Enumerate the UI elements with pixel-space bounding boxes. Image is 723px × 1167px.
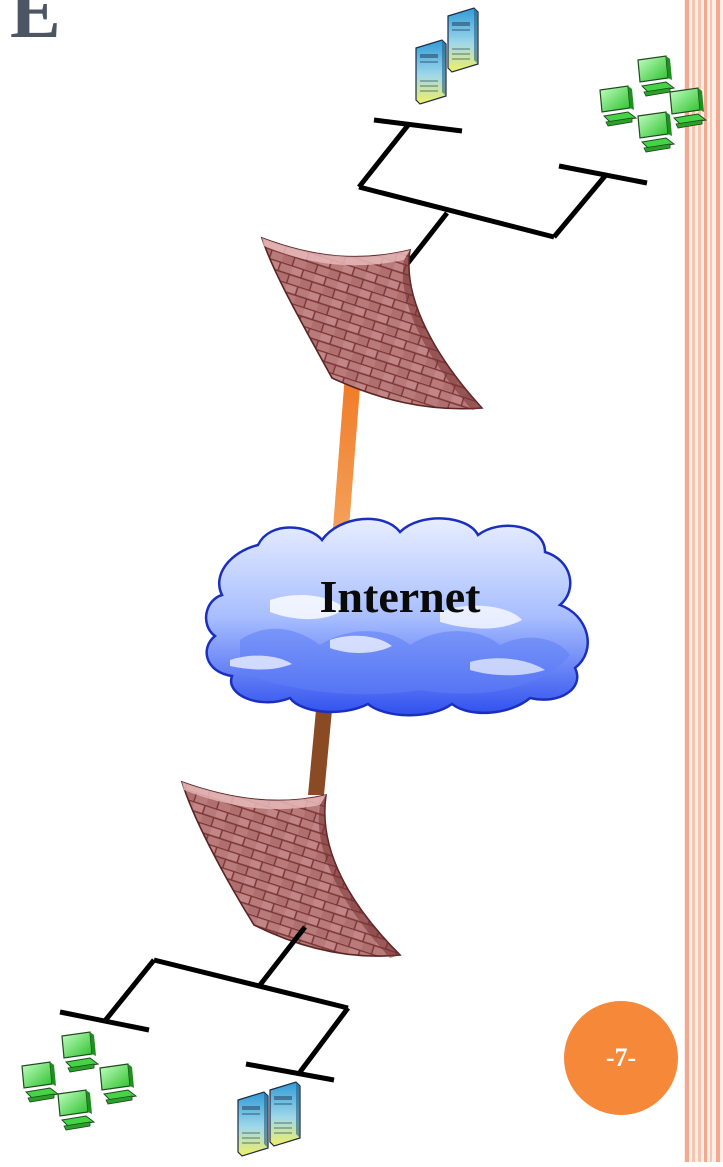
right-border-stripes	[684, 0, 723, 1162]
firewall-icon	[182, 782, 400, 958]
top-lan-lines	[359, 120, 647, 268]
page-number: -7-	[606, 1043, 636, 1073]
server-cluster-icon	[416, 8, 478, 104]
firewall-icon	[262, 238, 482, 410]
server-cluster-icon	[238, 1082, 300, 1156]
page-number-badge: -7-	[564, 1001, 678, 1115]
bottom-lan-lines	[60, 927, 348, 1080]
slide-title-fragment: E	[10, 0, 61, 50]
internet-label: Internet	[270, 570, 530, 623]
lower-link	[308, 710, 332, 795]
upper-link	[333, 374, 361, 528]
workstation-cluster-icon	[22, 1032, 136, 1130]
